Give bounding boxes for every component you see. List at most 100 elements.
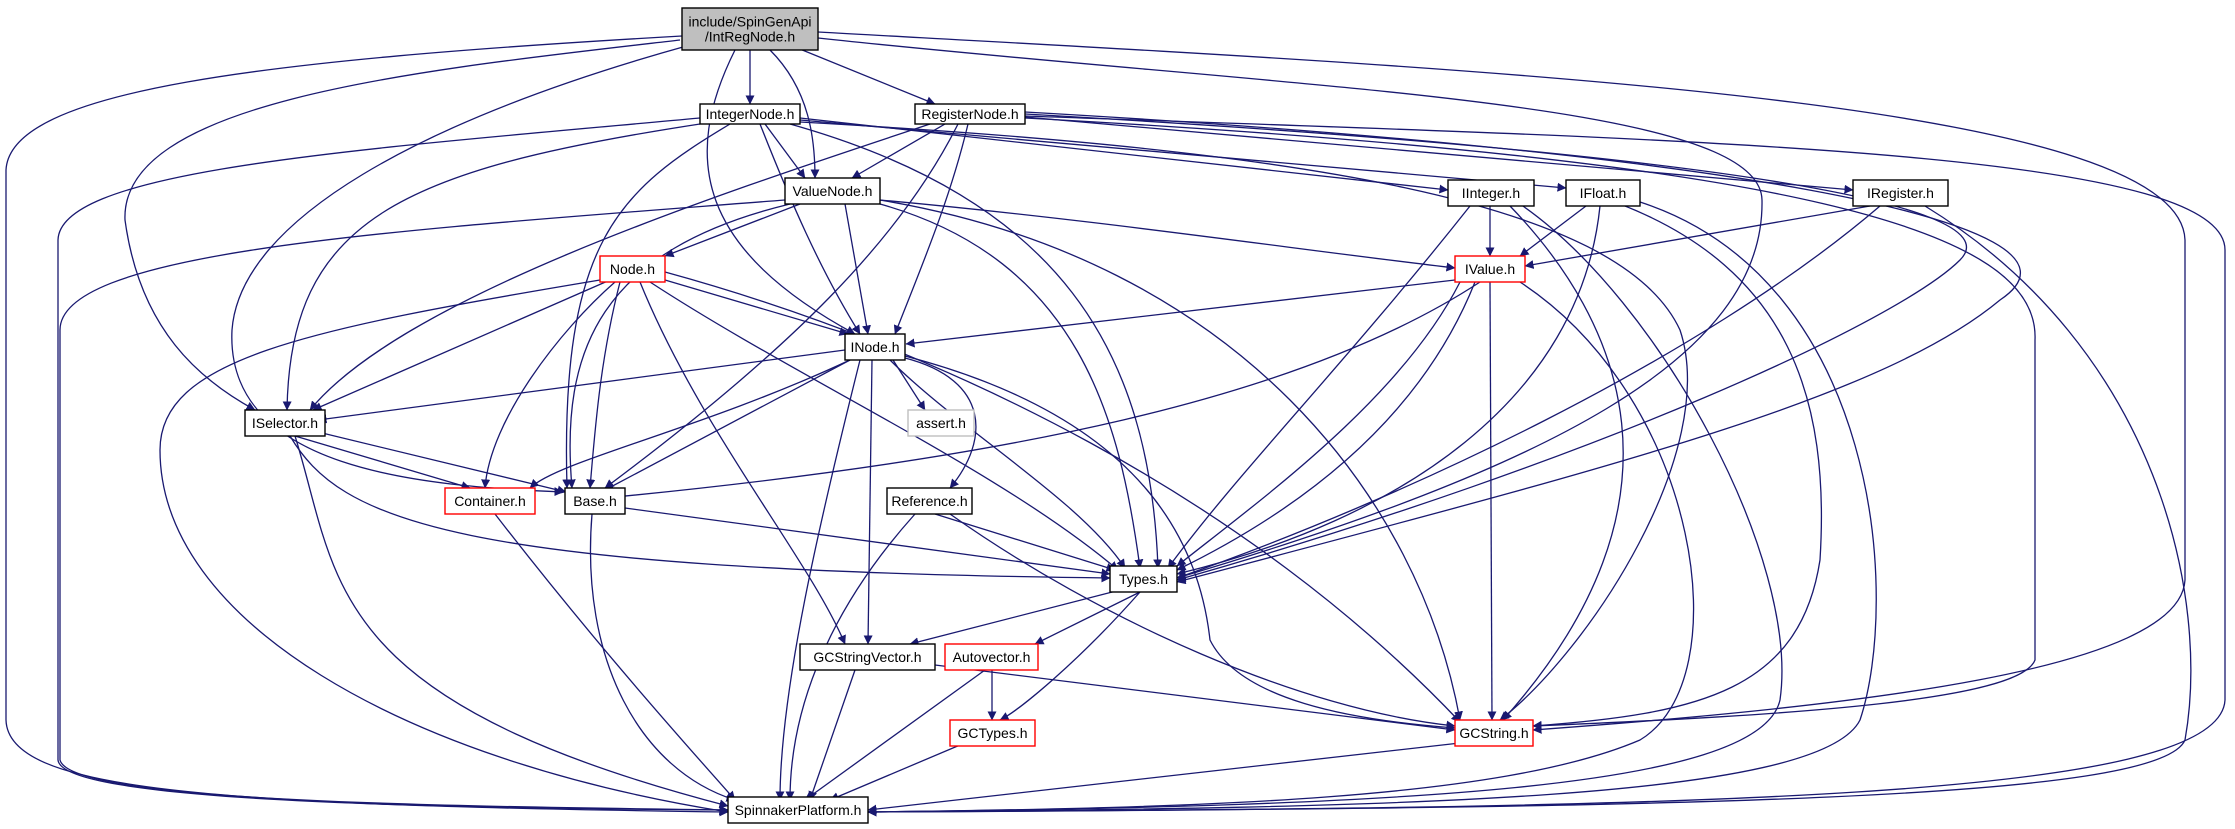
node-label-spinnaker: SpinnakerPlatform.h: [735, 802, 862, 818]
edge-iinteger-to-types: [1167, 205, 1471, 569]
node-label-gctypes: GCTypes.h: [957, 725, 1027, 741]
edge-ivalue-to-gcstring: [1487, 281, 1497, 721]
node-container[interactable]: Container.h: [444, 487, 536, 515]
node-integernode[interactable]: IntegerNode.h: [699, 103, 801, 125]
edge-integernode-to-inode: [759, 123, 861, 335]
edge-node-to-inode: [664, 279, 849, 336]
dependency-edges: [5, 31, 2226, 817]
edge-gcstringvector-to-gcstring: [934, 664, 1456, 734]
edge-node-to-gcstring: [664, 271, 1461, 723]
node-label-node: Node.h: [610, 261, 655, 277]
edge-ivalue-to-spinnaker: [867, 281, 1695, 817]
node-label-gcstringvector: GCStringVector.h: [813, 649, 921, 665]
edge-inode-to-base: [604, 359, 851, 491]
edge-autovector-to-spinnaker: [804, 669, 986, 801]
edge-iinteger-to-gcstring: [1502, 205, 1624, 721]
edge-inode-to-gcstring: [904, 355, 1456, 732]
node-ifloat[interactable]: IFloat.h: [1565, 179, 1641, 207]
edge-valuenode-to-node: [664, 203, 801, 258]
node-label-valuenode: ValueNode.h: [793, 183, 873, 199]
edge-root-to-gcstring: [817, 31, 2186, 734]
edge-types-to-gcstringvector: [909, 589, 1121, 647]
node-assert[interactable]: assert.h: [907, 409, 975, 437]
edge-node-to-base: [586, 281, 621, 489]
edge-gcstring-to-spinnaker: [867, 742, 1461, 814]
node-label-root: include/SpinGenApi: [689, 14, 812, 30]
edge-inode-to-iselector: [317, 349, 846, 424]
node-label-inode: INode.h: [850, 339, 899, 355]
node-spinnaker[interactable]: SpinnakerPlatform.h: [727, 796, 869, 824]
node-box-gctypes: [949, 719, 1036, 747]
node-ivalue[interactable]: IValue.h: [1454, 255, 1526, 283]
node-label-ivalue: IValue.h: [1465, 261, 1515, 277]
node-gcstring[interactable]: GCString.h: [1454, 719, 1534, 747]
node-gctypes[interactable]: GCTypes.h: [949, 719, 1036, 747]
edge-node-to-spinnaker: [159, 279, 729, 816]
edge-root-to-iselector: [124, 39, 681, 411]
node-types[interactable]: Types.h: [1109, 565, 1178, 593]
edge-root-to-inode: [706, 49, 856, 335]
edge-integernode-to-spinnaker: [57, 117, 729, 815]
node-autovector[interactable]: Autovector.h: [944, 643, 1039, 671]
node-box-integernode: [699, 103, 801, 125]
edge-ifloat-to-types: [1176, 205, 1601, 577]
edge-ifloat-to-ivalue: [1519, 205, 1587, 257]
node-box-spinnaker: [727, 796, 869, 824]
edge-node-to-types: [649, 281, 1119, 571]
edge-types-to-autovector: [1034, 591, 1141, 645]
edge-gcstringvector-to-spinnaker: [808, 669, 856, 801]
node-registernode[interactable]: RegisterNode.h: [914, 103, 1026, 125]
node-box-iinteger: [1447, 179, 1535, 207]
edge-node-to-iselector: [312, 279, 611, 411]
node-label-autovector: Autovector.h: [953, 649, 1031, 665]
node-box-autovector: [944, 643, 1039, 671]
node-box-valuenode: [784, 177, 881, 205]
edge-base-to-types: [624, 507, 1111, 578]
node-inode[interactable]: INode.h: [844, 333, 906, 361]
node-gcstringvector[interactable]: GCStringVector.h: [799, 643, 936, 671]
edge-iselector-to-base: [317, 431, 567, 495]
node-iselector[interactable]: ISelector.h: [244, 409, 326, 437]
edge-registernode-to-gcstring: [1024, 117, 2036, 731]
node-root[interactable]: include/SpinGenApi/IntRegNode.h: [681, 7, 819, 51]
node-box-inode: [844, 333, 906, 361]
edge-valuenode-to-gcstring: [879, 199, 1463, 721]
edge-ivalue-to-inode: [905, 279, 1456, 348]
edge-inode-to-types: [889, 359, 1126, 569]
edge-ifloat-to-spinnaker: [867, 201, 1877, 817]
edge-registernode-to-base: [604, 123, 959, 489]
node-reference[interactable]: Reference.h: [886, 487, 973, 515]
edge-iinteger-to-spinnaker: [867, 203, 1783, 817]
node-base[interactable]: Base.h: [564, 487, 626, 515]
node-label-registernode: RegisterNode.h: [921, 106, 1018, 122]
edge-ivalue-to-types: [1176, 281, 1476, 571]
node-valuenode[interactable]: ValueNode.h: [784, 177, 881, 205]
edge-reference-to-gcstring: [949, 513, 1456, 730]
edge-ivalue-to-types-2: [1176, 281, 1461, 567]
edge-iregister-to-types: [1176, 205, 1881, 580]
node-box-gcstringvector: [799, 643, 936, 671]
node-label-integernode: IntegerNode.h: [706, 106, 795, 122]
node-label-iinteger: IInteger.h: [1462, 185, 1520, 201]
node-box-ivalue: [1454, 255, 1526, 283]
node-label-root: /IntRegNode.h: [705, 29, 795, 45]
node-box-ifloat: [1565, 179, 1641, 207]
node-box-reference: [886, 487, 973, 515]
edge-valuenode-to-spinnaker: [59, 199, 786, 815]
node-label-iselector: ISelector.h: [252, 415, 318, 431]
node-box-iselector: [244, 409, 326, 437]
edge-root-to-spinnaker: [5, 35, 729, 817]
edge-registernode-to-iregister: [1024, 116, 1854, 194]
node-iinteger[interactable]: IInteger.h: [1447, 179, 1535, 207]
node-box-node: [599, 255, 666, 283]
node-node[interactable]: Node.h: [599, 255, 666, 283]
edge-container-to-spinnaker: [494, 513, 736, 801]
edge-integernode-to-ifloat: [799, 119, 1567, 192]
node-box-types: [1109, 565, 1178, 593]
edge-types-to-gctypes: [999, 591, 1141, 721]
node-label-gcstring: GCString.h: [1459, 725, 1528, 741]
node-iregister[interactable]: IRegister.h: [1852, 179, 1949, 207]
edge-root-to-registernode: [789, 44, 936, 105]
edge-registernode-to-inode: [893, 123, 969, 335]
